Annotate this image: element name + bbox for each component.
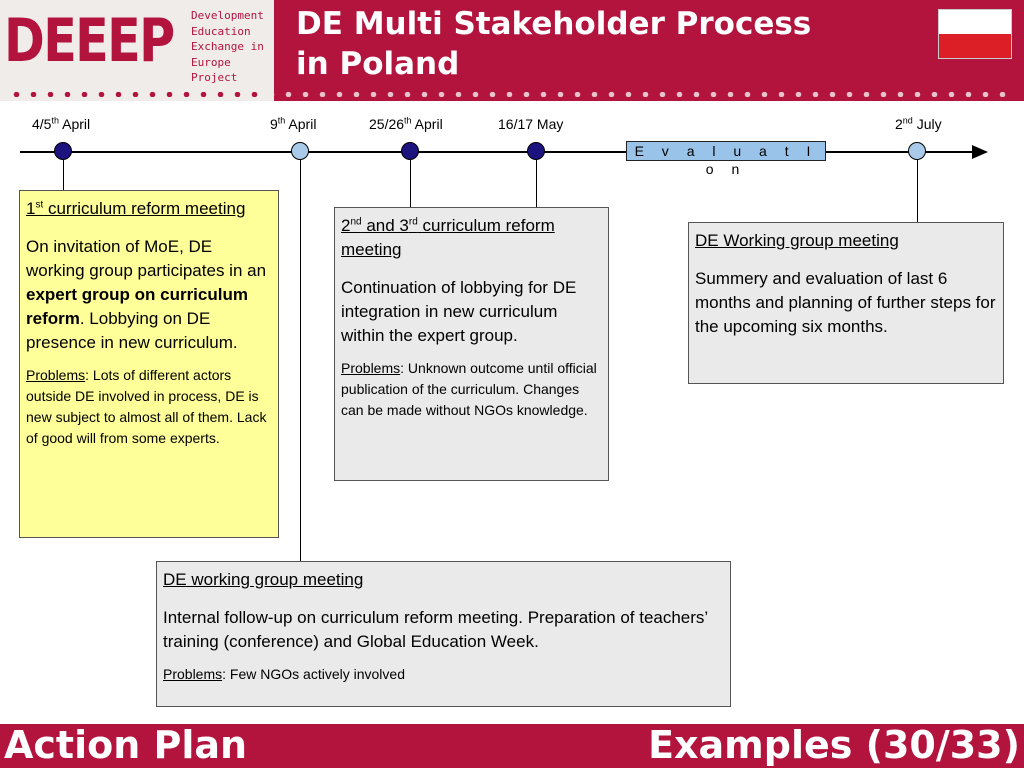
date-label-4: 16/17 May (498, 116, 564, 132)
connector-line (300, 160, 301, 562)
slide-title: DE Multi Stakeholder Process in Poland (296, 4, 811, 84)
timeline-node (908, 142, 926, 160)
event-box-1: 1st curriculum reform meeting On invitat… (19, 190, 279, 538)
logo-subtitle-line: Project (191, 71, 238, 84)
logo-subtitle-line: Education (191, 24, 251, 38)
connector-line (410, 160, 411, 208)
date-label-3: 25/26th April (369, 115, 443, 132)
timeline-arrow-icon (972, 145, 988, 159)
event-box-problems: Problems: Lots of different actors outsi… (26, 367, 267, 446)
logo-subtitle-line: Exchange in (191, 40, 264, 53)
title-band (274, 0, 1024, 88)
event-box-title: DE working group meeting (163, 570, 364, 589)
timeline-node (527, 142, 545, 160)
event-box-body: Continuation of lobbying for DE integrat… (341, 278, 577, 345)
logo-subtitle-line: Development (191, 9, 264, 22)
footer-band (0, 724, 1024, 768)
date-label-2: 9th April (270, 115, 317, 132)
logo-subtitle-line: Europe (191, 55, 231, 69)
slide-title-line2: in Poland (296, 46, 460, 82)
event-box-body: Summery and evaluation of last 6 months … (695, 269, 996, 336)
timeline-node (291, 142, 309, 160)
slide-title-line1: DE Multi Stakeholder Process (296, 6, 812, 42)
event-box-title: 1st curriculum reform meeting (26, 199, 246, 218)
footer-section-title: Action Plan (4, 723, 248, 767)
poland-flag-icon (938, 9, 1012, 59)
timeline-axis (20, 151, 975, 153)
deeep-logo: DEEEP Development Education Exchange in … (0, 0, 274, 101)
footer-page-indicator: Examples (30/33) (648, 723, 1020, 767)
timeline-node (54, 142, 72, 160)
event-box-3: DE working group meeting Internal follow… (156, 561, 731, 707)
evaluation-bar: E v a l u a t I o n (626, 141, 826, 177)
logo-dotted-band (0, 88, 274, 101)
event-box-title: DE Working group meeting (695, 231, 899, 250)
connector-line (917, 160, 918, 223)
logo-letters: DEEEP (4, 6, 175, 76)
connector-line (536, 160, 537, 208)
connector-line (63, 160, 64, 191)
event-box-body: Internal follow-up on curriculum reform … (163, 608, 708, 651)
timeline-node (401, 142, 419, 160)
event-box-2: 2nd and 3rd curriculum reform meeting Co… (334, 207, 609, 481)
event-box-title: 2nd and 3rd curriculum reform meeting (341, 216, 555, 259)
event-box-body: On invitation of MoE, DE working group p… (26, 237, 267, 352)
date-label-5: 2nd July (895, 115, 942, 132)
logo-subtitle: Development Education Exchange in Europe… (191, 8, 264, 86)
header: DEEEP Development Education Exchange in … (0, 0, 1024, 101)
date-label-1: 4/5th April (32, 115, 91, 132)
event-box-4: DE Working group meeting Summery and eva… (688, 222, 1004, 384)
event-box-problems: Problems: Unknown outcome until official… (341, 360, 597, 418)
event-box-problems: Problems: Few NGOs actively involved (163, 666, 405, 682)
